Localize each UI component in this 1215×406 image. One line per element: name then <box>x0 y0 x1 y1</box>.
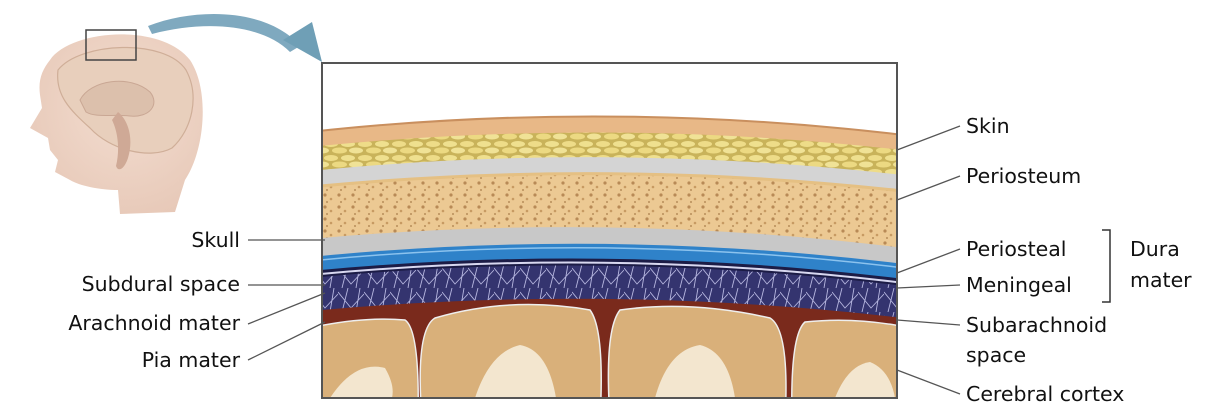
meningeal-leader <box>897 285 960 288</box>
label-meningeal: Meningeal <box>966 273 1072 297</box>
periosteum-leader <box>897 176 960 200</box>
label-space: space <box>966 343 1026 367</box>
label-dura: Dura <box>1130 237 1180 261</box>
pia-leader <box>248 322 325 360</box>
dura-bracket <box>1102 230 1110 302</box>
label-mater: mater <box>1130 268 1192 292</box>
label-subarachnoid: Subarachnoid <box>966 313 1107 337</box>
label-subdural-space: Subdural space <box>0 272 240 296</box>
cortex-leader <box>897 370 960 394</box>
label-periosteal: Periosteal <box>966 237 1067 261</box>
label-periosteum: Periosteum <box>966 164 1081 188</box>
skin-leader <box>897 126 960 150</box>
head-thumbnail <box>30 30 203 214</box>
periosteal-leader <box>897 249 960 273</box>
label-pia-mater: Pia mater <box>0 348 240 372</box>
subarachnoid-leader <box>897 320 960 325</box>
cross-section-panel <box>300 63 920 405</box>
label-skull: Skull <box>0 228 240 252</box>
label-skin: Skin <box>966 114 1010 138</box>
label-arachnoid-mater: Arachnoid mater <box>0 311 240 335</box>
arachnoid-leader <box>248 293 325 324</box>
label-cerebral-cortex: Cerebral cortex <box>966 382 1124 406</box>
